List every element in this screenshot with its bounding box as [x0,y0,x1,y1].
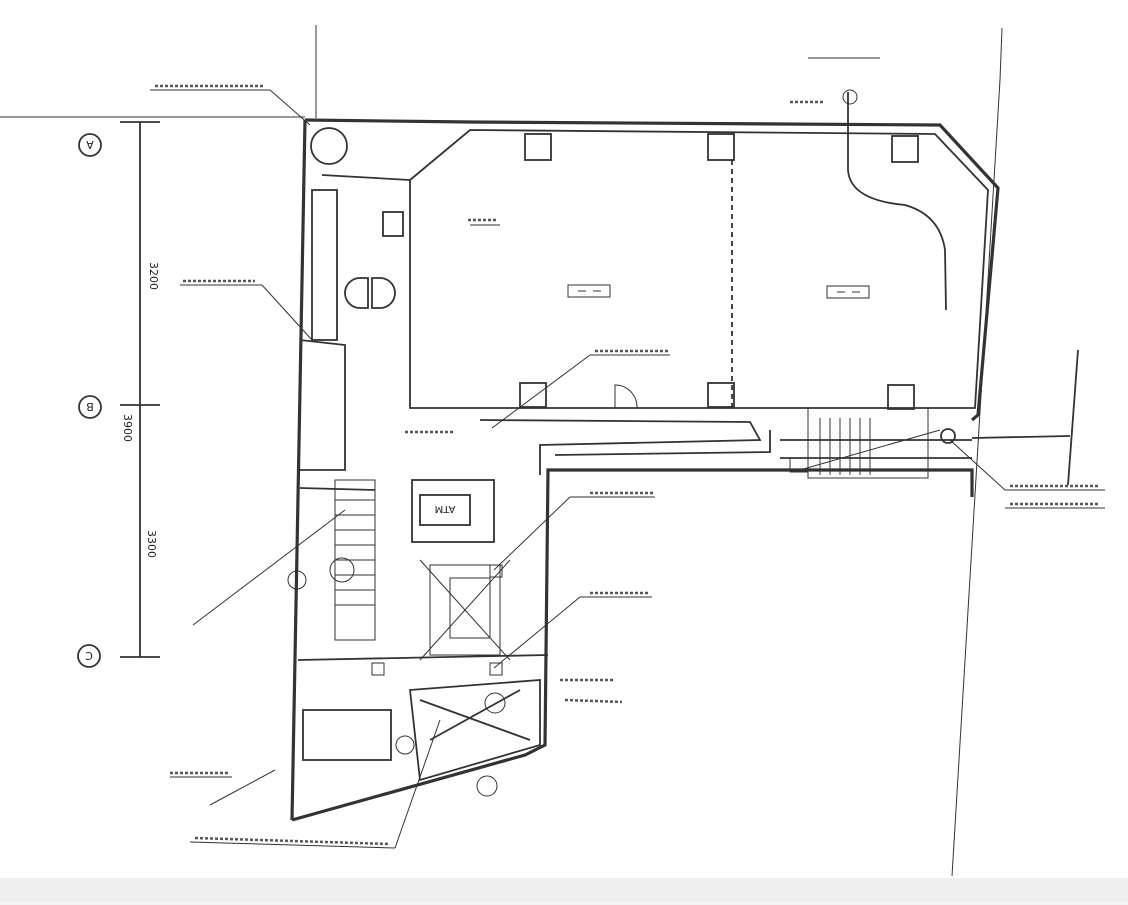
tank-circle [310,127,348,165]
building-outer-wall [290,118,1000,822]
paper-sheet [0,0,1128,878]
annotation-leaders [150,89,1105,849]
pipe-curve-right [847,92,947,311]
bottom-rooms [302,679,541,782]
structural-columns [519,133,919,410]
toilet-fixtures [344,277,396,309]
dimension-3200: 3200 [147,262,160,290]
upper-rooms [409,129,989,409]
svg-text:B: B [86,400,94,413]
dimension-3900: 3900 [121,414,134,442]
grid-bubble-c: C [77,644,101,668]
grid-bubble-a: A [78,133,102,157]
svg-text:A: A [86,138,94,151]
door-swing [614,384,638,409]
dimension-texts: 3200 3900 3300 [121,262,160,558]
site-boundary [0,25,1003,877]
mechanical-equipment [329,557,511,714]
atm-label: ATM [435,503,456,514]
atm-room [411,479,495,543]
annotation-scribbles [155,84,1100,846]
room-tags [567,284,870,299]
manhole-right [940,428,956,444]
stair-right [789,407,941,479]
corridor-lines [479,349,1079,486]
grid-bubble-b: B [78,395,102,419]
dimension-3300: 3300 [145,530,158,558]
svg-text:C: C [85,649,93,662]
dimension-line [120,121,160,658]
keyed-markers [287,570,498,797]
panel-box [382,211,404,237]
bottom-strip [0,878,1128,901]
valve-top-right [842,89,858,105]
